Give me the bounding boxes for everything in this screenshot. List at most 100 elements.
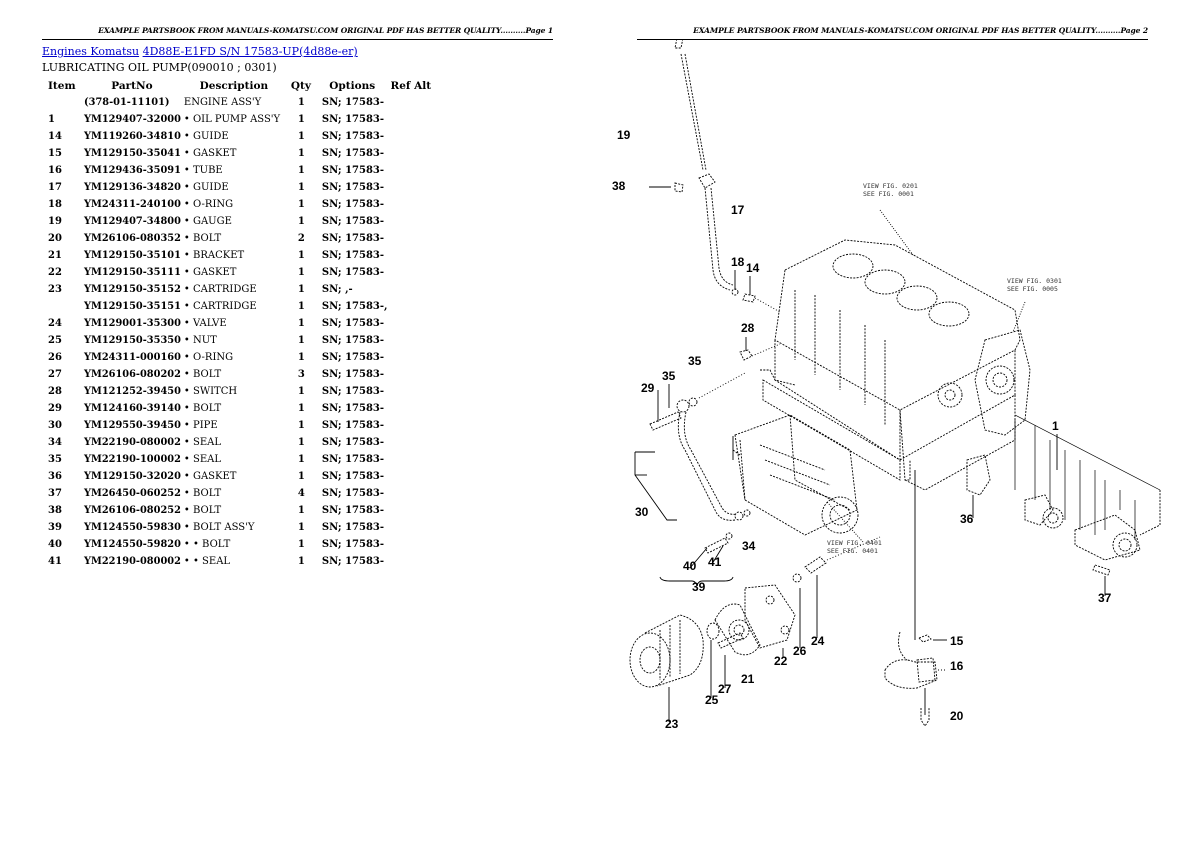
item-cell: 20	[48, 233, 62, 244]
refalt-cell	[391, 264, 445, 281]
qty-cell: 1	[297, 250, 305, 261]
column-header-item: Item	[48, 79, 76, 92]
qty-cell: 1	[297, 437, 305, 448]
column-header-options: Options	[329, 79, 376, 92]
options-cell: SN; 17583-	[321, 556, 385, 567]
options-cell: SN; 17583-	[321, 318, 385, 329]
callout-1: 1	[1052, 419, 1059, 433]
partno-cell: YM121252-39450	[84, 386, 181, 397]
engines-komatsu-link[interactable]: Engines Komatsu	[42, 45, 140, 58]
refalt-cell	[391, 434, 445, 451]
refalt-cell	[391, 400, 445, 417]
refalt-cell	[391, 111, 445, 128]
item-cell: 29	[48, 403, 62, 414]
description-cell: • TUBE	[183, 165, 223, 176]
callout-40: 40	[683, 559, 697, 573]
partno-cell: (378-01-11101)	[84, 97, 170, 108]
partno-cell: YM22190-080002	[84, 556, 181, 567]
partno-cell: YM129150-35152	[84, 284, 181, 295]
partno-cell: YM129150-35111	[84, 267, 181, 278]
options-cell: SN; 17583-	[321, 539, 385, 550]
options-cell: SN; 17583-	[321, 471, 385, 482]
column-header-refalt: Ref Alt	[390, 79, 432, 92]
partno-cell: YM26106-080352	[84, 233, 181, 244]
description-cell: • CARTRIDGE	[183, 284, 257, 295]
item-cell	[42, 94, 84, 111]
model-link[interactable]: 4D88E-E1FD S/N 17583-UP(4d88e-er)	[142, 45, 358, 58]
table-header-row: Item PartNo Description Qty Options Ref …	[42, 77, 445, 94]
refalt-cell	[391, 315, 445, 332]
qty-cell: 1	[297, 454, 305, 465]
options-cell: SN; 17583-	[321, 97, 385, 108]
item-cell: 30	[48, 420, 62, 431]
qty-cell: 1	[297, 131, 305, 142]
page-header: EXAMPLE PARTSBOOK FROM MANUALS-KOMATSU.C…	[637, 25, 1148, 40]
item-cell: 22	[48, 267, 62, 278]
partno-cell: YM24311-000160	[84, 352, 181, 363]
description-cell: • SWITCH	[183, 386, 238, 397]
partno-cell: YM129150-32020	[84, 471, 181, 482]
options-cell: SN; 17583-	[321, 386, 385, 397]
item-cell: 23	[48, 284, 62, 295]
callout-25: 25	[705, 693, 719, 707]
callout-24: 24	[811, 634, 825, 648]
page-header: EXAMPLE PARTSBOOK FROM MANUALS-KOMATSU.C…	[42, 25, 553, 40]
refalt-cell	[391, 230, 445, 247]
qty-cell: 1	[297, 386, 305, 397]
options-cell: SN; 17583-	[321, 505, 385, 516]
description-cell: • • BOLT	[183, 539, 231, 550]
refalt-cell	[391, 553, 445, 570]
options-cell: SN; 17583-,	[321, 301, 388, 312]
options-cell: SN; 17583-	[321, 165, 385, 176]
callout-35b: 35	[662, 369, 676, 383]
description-cell: • BOLT	[183, 369, 222, 380]
partno-cell: YM129550-39450	[84, 420, 181, 431]
callout-17: 17	[731, 203, 745, 217]
partno-cell: YM26106-080202	[84, 369, 181, 380]
callout-41: 41	[708, 555, 722, 569]
item-cell: 38	[48, 505, 62, 516]
parts-table: Item PartNo Description Qty Options Ref …	[42, 77, 445, 570]
item-cell: 21	[48, 250, 62, 261]
column-header-qty: Qty	[290, 79, 311, 92]
options-cell: SN; 17583-	[321, 182, 385, 193]
qty-cell: 1	[297, 352, 305, 363]
partno-cell: YM124550-59820	[84, 539, 181, 550]
partno-cell: YM129150-35350	[84, 335, 181, 346]
qty-cell: 1	[297, 318, 305, 329]
options-cell: SN; 17583-	[321, 148, 385, 159]
callout-16: 16	[950, 659, 964, 673]
page-2: EXAMPLE PARTSBOOK FROM MANUALS-KOMATSU.C…	[595, 0, 1190, 842]
options-cell: SN; ,-	[321, 284, 353, 295]
refalt-cell	[391, 417, 445, 434]
options-cell: SN; 17583-	[321, 454, 385, 465]
qty-cell: 1	[297, 420, 305, 431]
item-cell: 37	[48, 488, 62, 499]
partno-cell: YM129136-34820	[84, 182, 181, 193]
refalt-cell	[391, 298, 445, 315]
reference-note: VIEW FIG. 0401	[827, 539, 882, 547]
item-cell: 41	[48, 556, 62, 567]
description-cell: • OIL PUMP ASS'Y	[183, 114, 281, 125]
reference-note: SEE FIG. 0005	[1007, 285, 1058, 293]
partno-cell: YM129001-35300	[84, 318, 181, 329]
refalt-cell	[391, 519, 445, 536]
partno-cell: YM129407-34800	[84, 216, 181, 227]
refalt-cell	[391, 485, 445, 502]
description-cell: • GASKET	[183, 471, 237, 482]
options-cell: SN; 17583-	[321, 131, 385, 142]
callout-37: 37	[1098, 591, 1112, 605]
qty-cell: 1	[297, 471, 305, 482]
